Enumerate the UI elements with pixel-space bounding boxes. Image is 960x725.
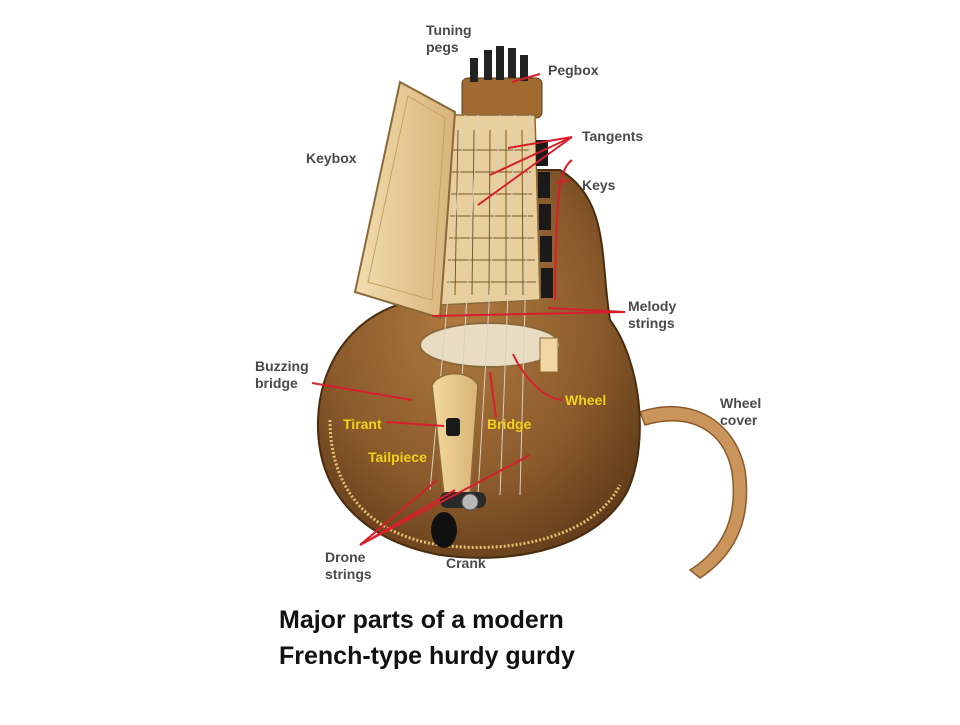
tuning-peg — [470, 58, 478, 82]
tirant — [446, 418, 460, 436]
tangent-grid — [447, 129, 536, 296]
pegbox — [461, 77, 543, 119]
label-wheel-cover: Wheel cover — [720, 395, 762, 428]
strings — [429, 114, 531, 496]
label-crank: Crank — [446, 555, 486, 571]
label-tailpiece: Tailpiece — [368, 449, 427, 465]
wheel — [419, 322, 561, 368]
label-buzzing-bridge: Buzzing bridge — [255, 358, 309, 391]
label-bridge: Bridge — [487, 416, 532, 432]
tuning-peg — [496, 46, 504, 80]
label-keys: Keys — [582, 177, 616, 193]
leader-lines — [311, 73, 626, 546]
tuning-peg — [520, 55, 528, 81]
tuning-peg — [508, 48, 516, 78]
label-drone-strings: Drone strings — [325, 549, 372, 582]
label-melody-strings: Melody strings — [628, 298, 677, 331]
label-tirant: Tirant — [343, 416, 382, 432]
figure-caption: Major parts of a modern French-type hurd… — [279, 606, 575, 670]
label-tangents: Tangents — [582, 128, 644, 144]
keys — [536, 140, 553, 298]
wheel-cover — [639, 405, 748, 579]
crank-handle — [431, 512, 457, 548]
keybox-lid — [353, 80, 457, 320]
label-tuning-pegs: Tuning pegs — [426, 22, 472, 55]
tuning-peg — [484, 50, 492, 80]
label-pegbox: Pegbox — [548, 62, 599, 78]
label-keybox: Keybox — [306, 150, 357, 166]
label-wheel: Wheel — [565, 392, 607, 408]
